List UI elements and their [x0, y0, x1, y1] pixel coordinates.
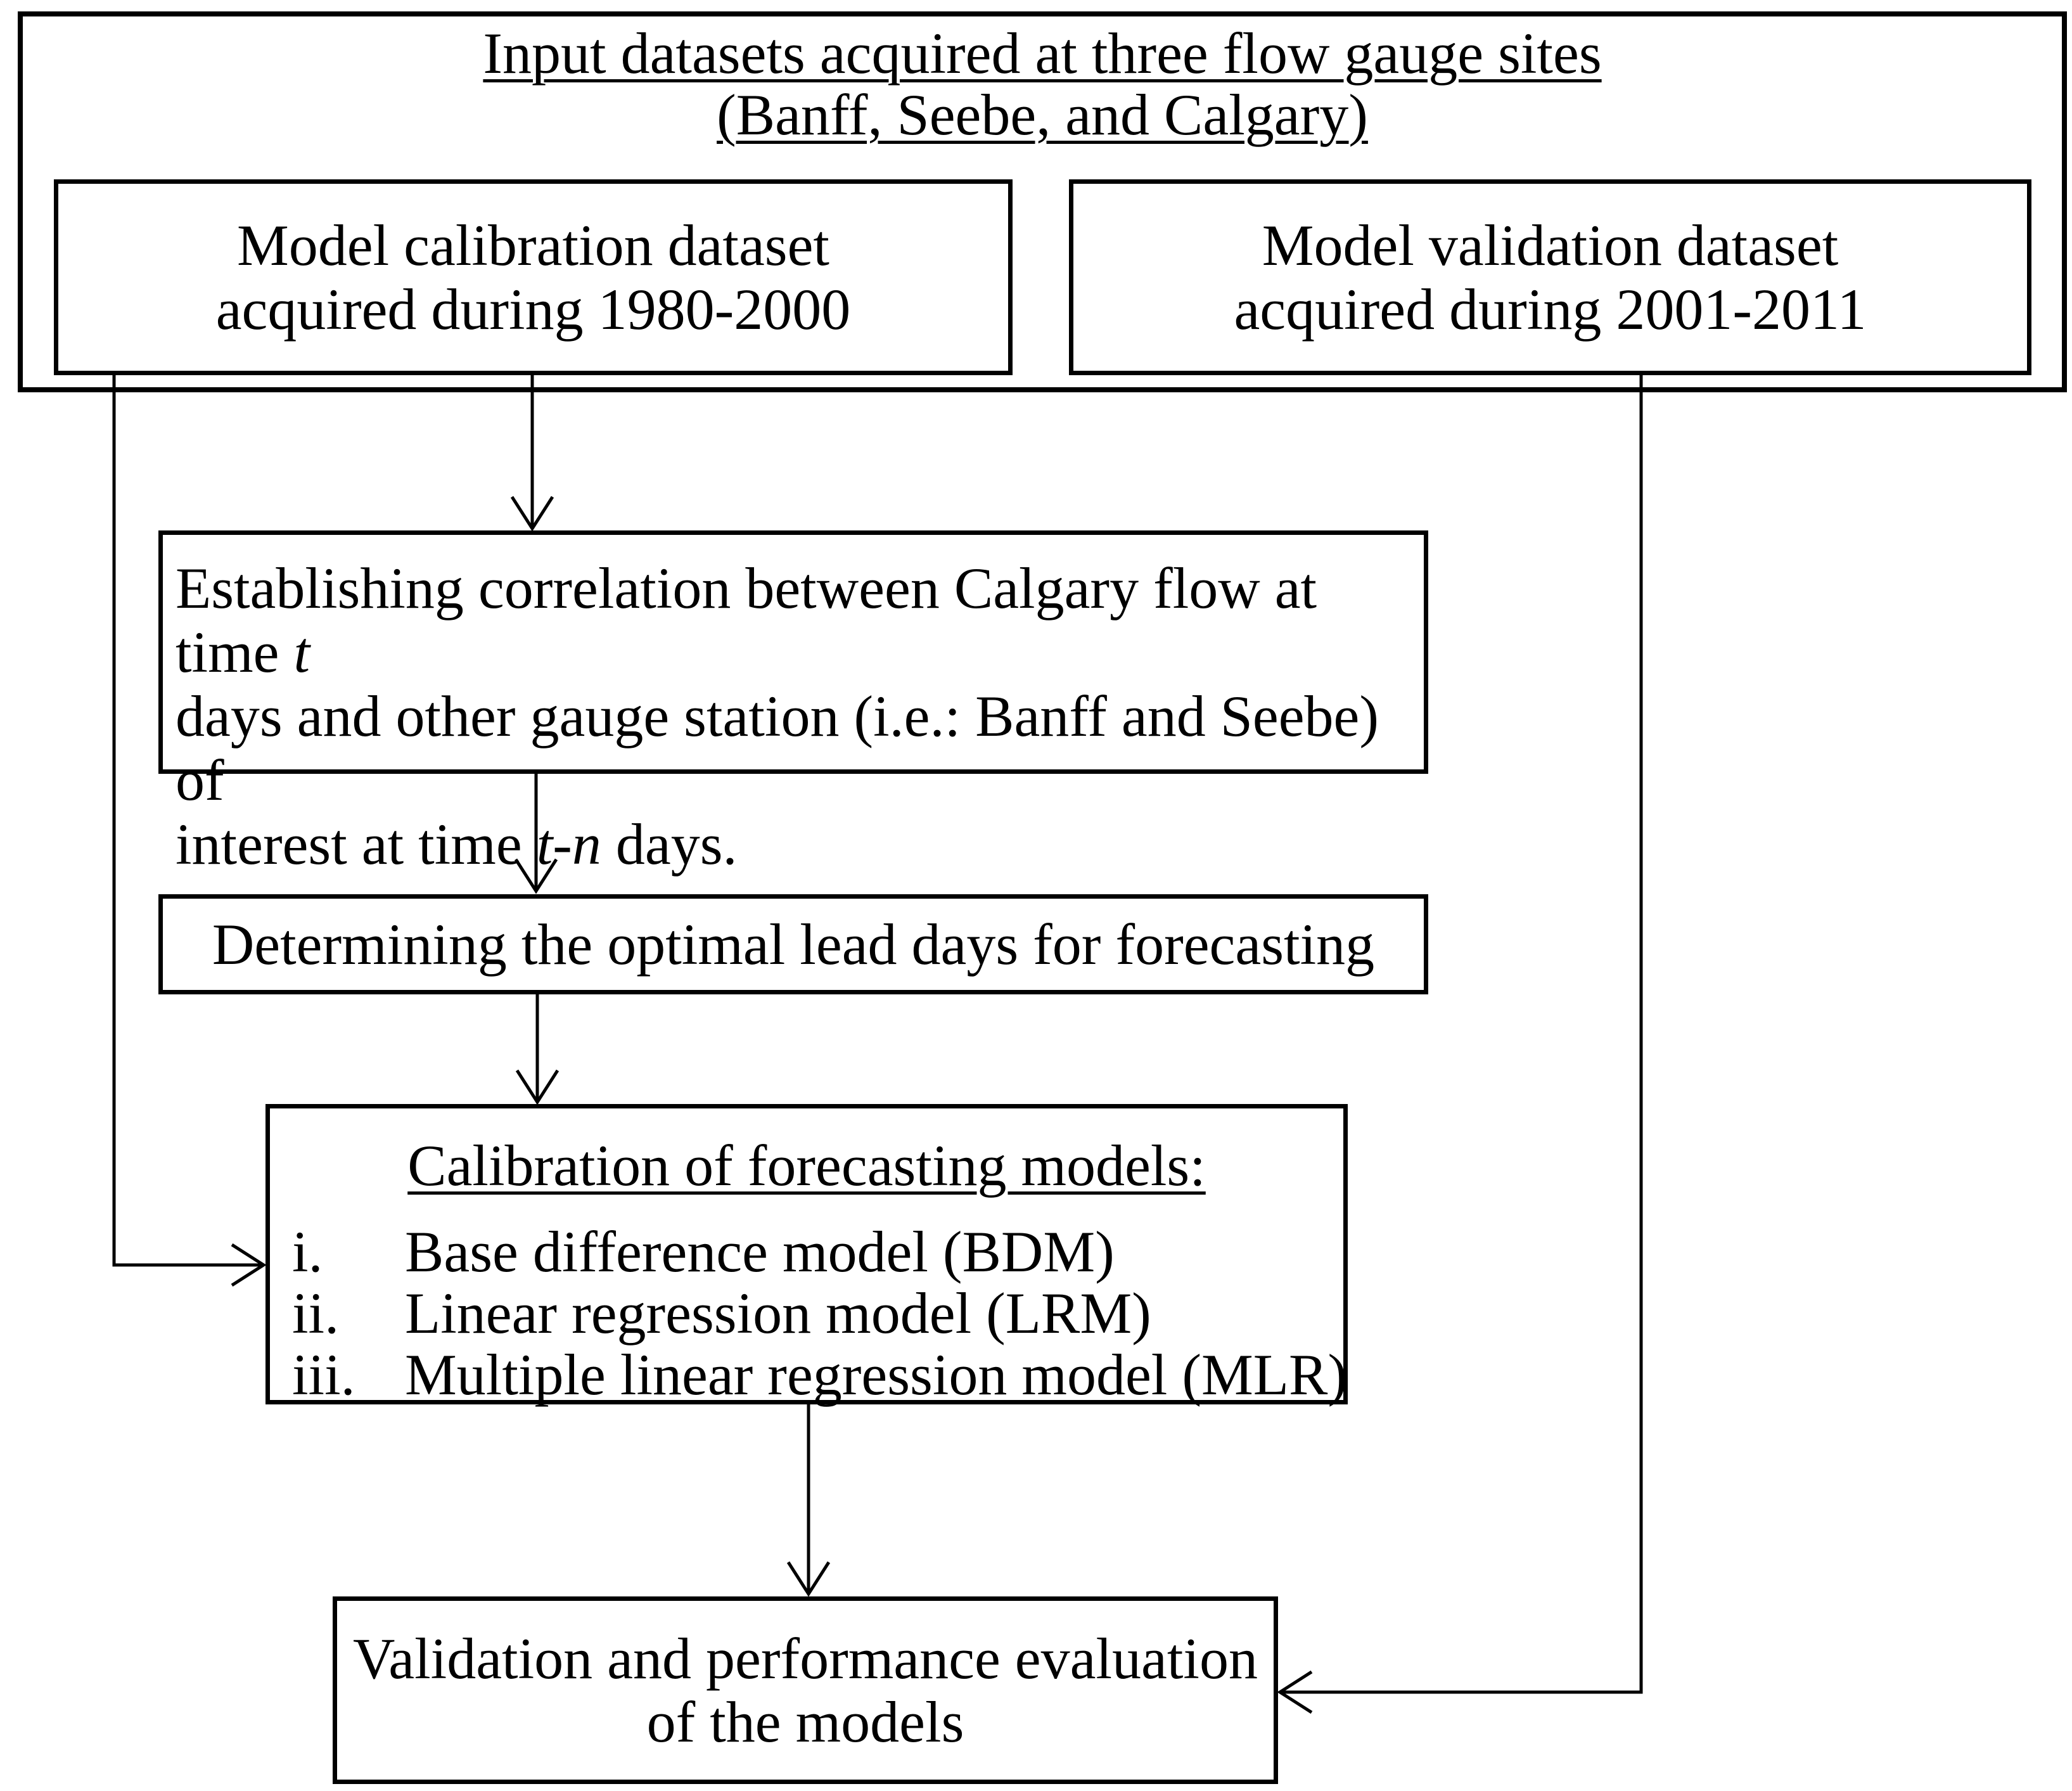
model-list-label: Base difference model (BDM)	[405, 1219, 1115, 1284]
connector-leaddays-to-models	[515, 994, 560, 1105]
model-list-item-mlr: iii. Multiple linear regression model (ML…	[270, 1342, 1347, 1407]
validation-dataset-box: Model validation dataset acquired during…	[1069, 179, 2031, 375]
calibration-dataset-line2: acquired during 1980-2000	[215, 276, 851, 342]
connector-calibration-to-correlation	[510, 375, 554, 532]
model-list-label: Multiple linear regression model (MLR)	[405, 1342, 1348, 1407]
connector-models-to-evaluation	[786, 1404, 831, 1597]
model-list-item-lrm: ii. Linear regression model (LRM)	[270, 1283, 1343, 1344]
correlation-line3-var: t-n	[536, 812, 601, 876]
lead-days-text: Determining the optimal lead days for fo…	[212, 912, 1375, 977]
model-calibration-box: Calibration of forecasting models: i. Bas…	[265, 1104, 1348, 1407]
model-list-numeral: iii.	[292, 1342, 355, 1407]
evaluation-box: Validation and performance evaluation of…	[333, 1596, 1278, 1784]
model-list-numeral: i.	[292, 1219, 323, 1284]
correlation-box: Establishing correlation between Calgary…	[158, 530, 1428, 876]
validation-dataset-line1: Model validation dataset	[1262, 212, 1839, 278]
model-calibration-title-text: Calibration of forecasting models:	[407, 1133, 1206, 1198]
input-datasets-title-line2: (Banff, Seebe, and Calgary)	[18, 84, 2067, 146]
evaluation-line2: of the models	[646, 1690, 964, 1754]
lead-days-box: Determining the optimal lead days for fo…	[158, 894, 1428, 994]
input-datasets-title-text2: (Banff, Seebe, and Calgary)	[717, 82, 1368, 147]
model-list-label: Linear regression model (LRM)	[405, 1281, 1151, 1345]
calibration-dataset-box: Model calibration dataset acquired durin…	[54, 179, 1013, 375]
calibration-dataset-line1: Model calibration dataset	[236, 212, 829, 278]
correlation-text: Establishing correlation between Calgary…	[176, 556, 1415, 876]
correlation-line2-text: days and other gauge station (i.e.: Banf…	[176, 684, 1379, 812]
correlation-line1-var: t	[293, 620, 310, 684]
correlation-line3-post: days.	[601, 812, 738, 876]
evaluation-line1: Validation and performance evaluation	[353, 1626, 1258, 1691]
model-list-numeral: ii.	[292, 1281, 340, 1345]
validation-dataset-line2: acquired during 2001-2011	[1234, 276, 1867, 342]
input-datasets-title-text1: Input datasets acquired at three flow ga…	[483, 21, 1602, 86]
correlation-line1-text: Establishing correlation between Calgary…	[176, 556, 1317, 684]
correlation-line3-pre: interest at time	[176, 812, 537, 876]
input-datasets-title-line1: Input datasets acquired at three flow ga…	[18, 23, 2067, 84]
model-calibration-title: Calibration of forecasting models:	[270, 1134, 1343, 1197]
model-list-item-bdm: i. Base difference model (BDM)	[270, 1221, 1343, 1283]
